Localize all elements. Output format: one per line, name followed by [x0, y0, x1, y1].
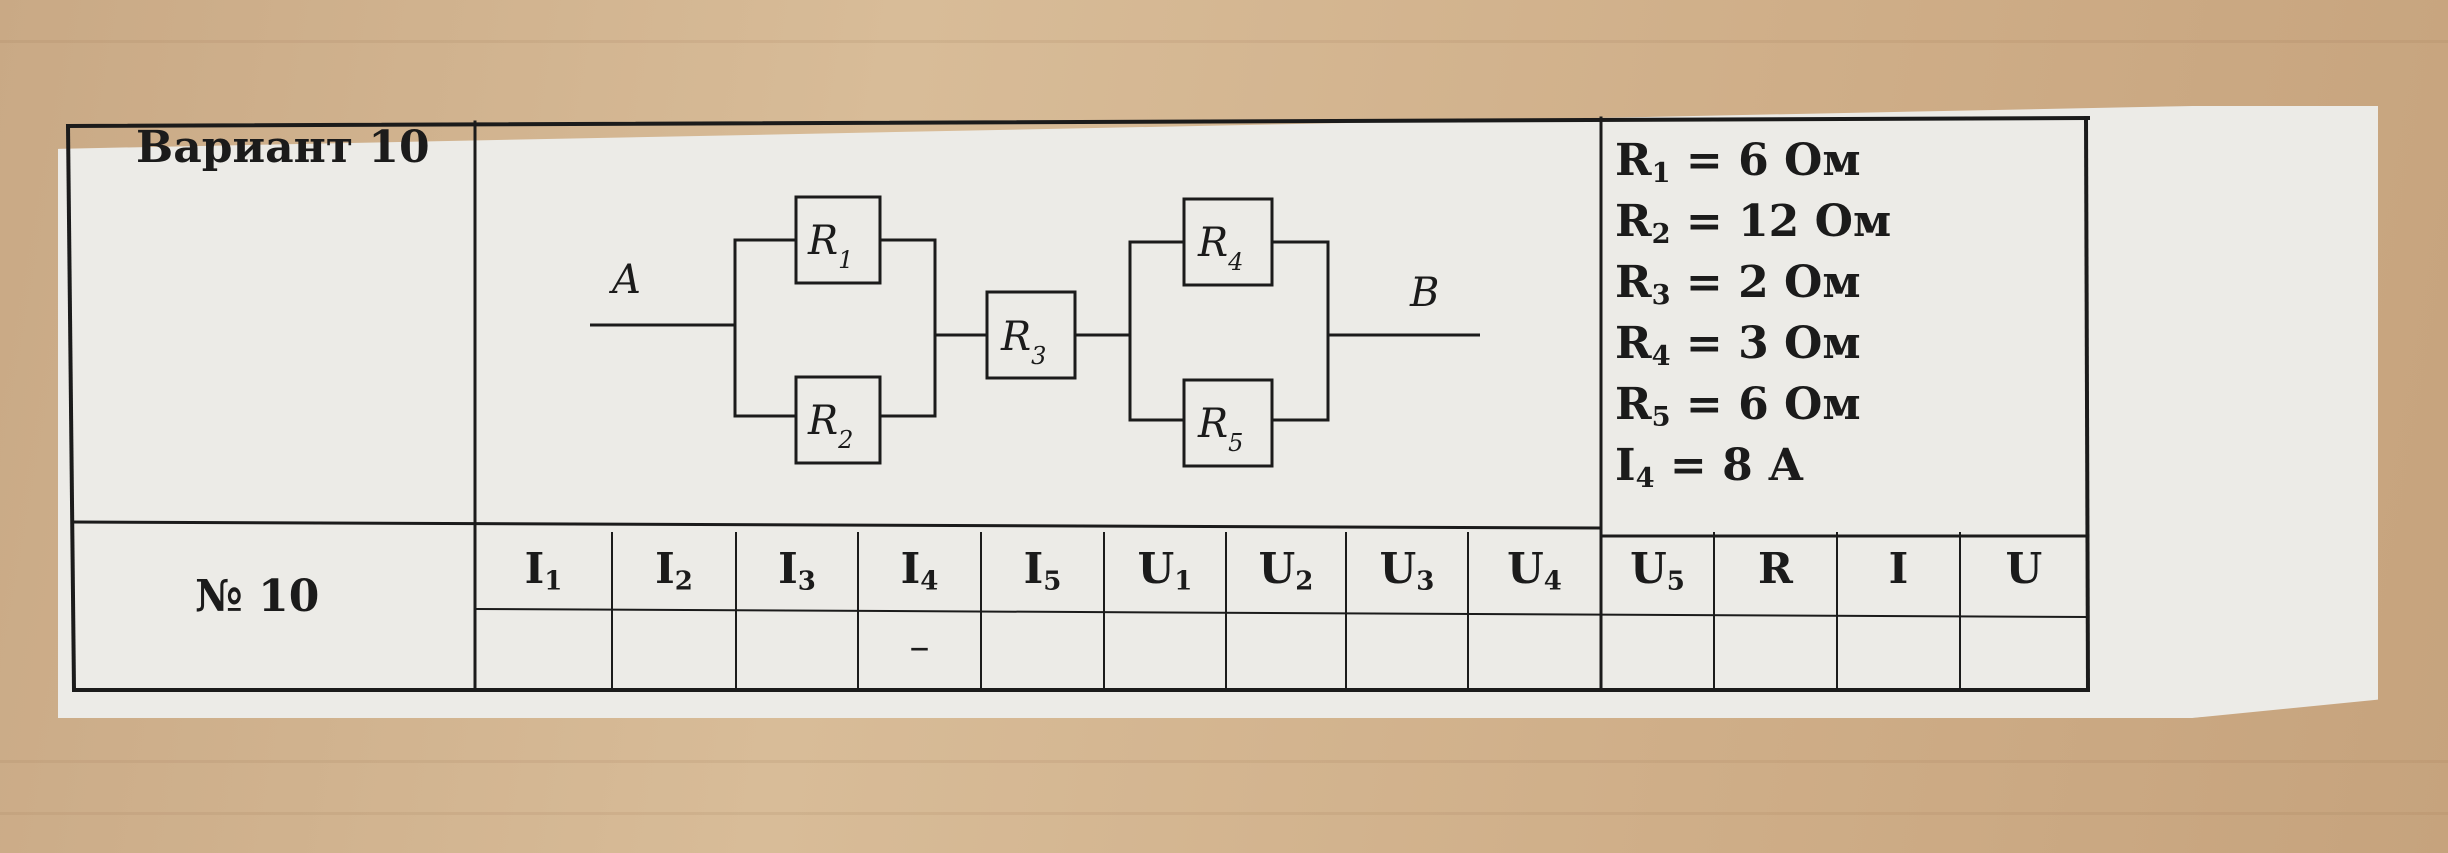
column-header: I5: [1023, 544, 1062, 597]
variant-title: Вариант 10: [136, 122, 430, 173]
resistor-r3-label: R3: [1000, 314, 1046, 370]
node-a-label: A: [608, 257, 641, 303]
resistor-r2-label: R2: [807, 398, 853, 454]
column-header: U1: [1137, 544, 1193, 597]
given-param: R1 = 6 Ом: [1615, 135, 1861, 189]
column-header: I2: [655, 544, 693, 597]
column-header: U5: [1630, 544, 1685, 597]
wood-grain: [0, 812, 2448, 815]
wood-grain: [0, 40, 2448, 43]
resistor-r4: [1182, 197, 1274, 287]
column-header: I1: [524, 544, 563, 597]
resistor-r3: [985, 290, 1077, 380]
given-param: R4 = 3 Ом: [1615, 318, 1861, 372]
given-param: R5 = 6 Ом: [1615, 379, 1861, 433]
answer-cell[interactable]: –: [909, 624, 930, 670]
column-header: U3: [1379, 544, 1435, 597]
column-header: I4: [900, 544, 939, 597]
column-header: U4: [1507, 544, 1562, 597]
resistor-r1: [794, 195, 882, 285]
given-param: R3 = 2 Ом: [1615, 257, 1861, 311]
column-header: I3: [778, 544, 816, 597]
resistor-r1-label: R1: [807, 218, 853, 274]
given-param: R2 = 12 Ом: [1615, 196, 1892, 250]
node-b-label: B: [1409, 270, 1439, 316]
column-header: I: [1888, 544, 1909, 593]
resistor-r5-label: R5: [1197, 401, 1243, 457]
task-number: № 10: [195, 571, 320, 622]
column-header: U2: [1258, 544, 1314, 597]
column-header: R: [1758, 544, 1793, 593]
resistor-r4-label: R4: [1197, 220, 1243, 276]
column-header: U: [2005, 544, 2043, 593]
given-param: I4 = 8 А: [1615, 440, 1804, 494]
resistor-r2: [794, 375, 882, 465]
resistor-r5: [1182, 378, 1274, 468]
wood-grain: [0, 760, 2448, 763]
